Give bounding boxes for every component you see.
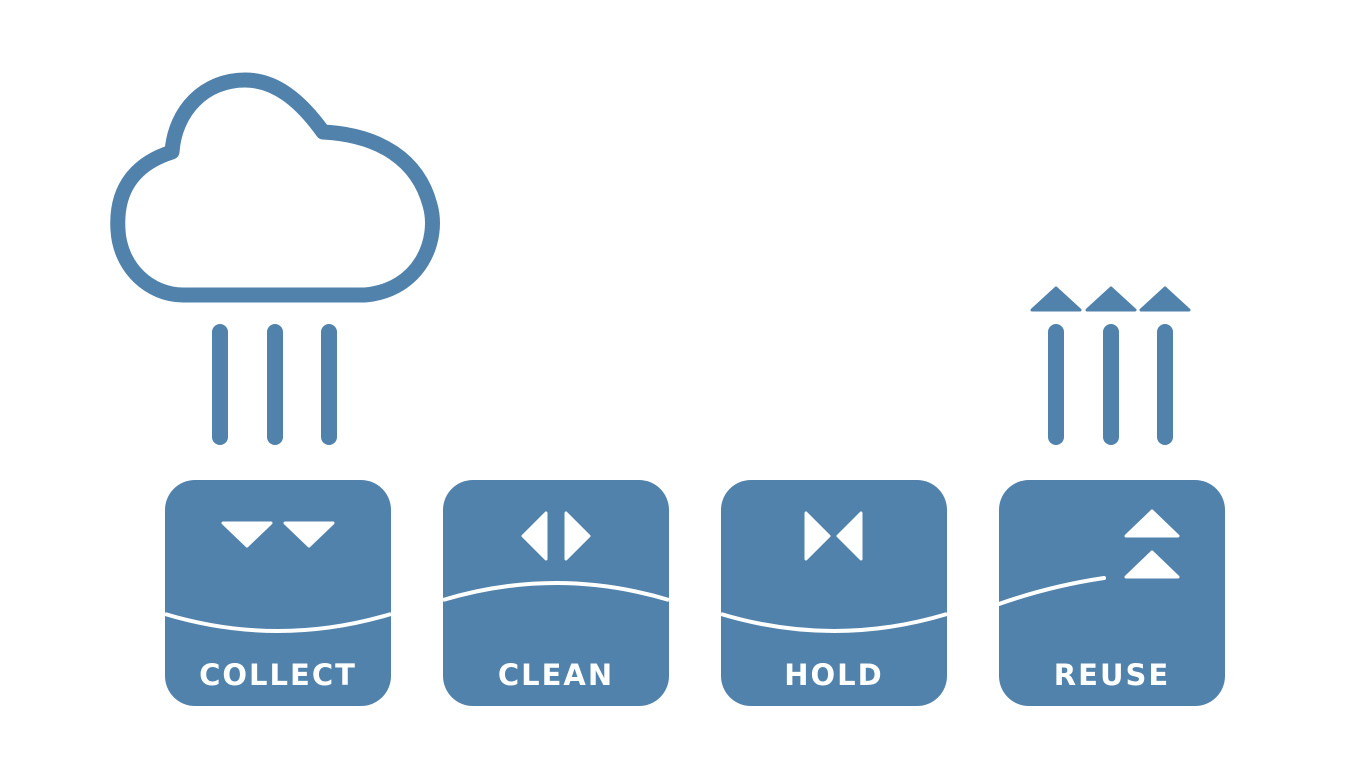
wave-line — [720, 612, 948, 633]
tile-label: COLLECT — [199, 658, 357, 692]
tile-collect: COLLECT — [164, 480, 392, 706]
tile-reuse: REUSE — [997, 480, 1225, 706]
tile-hold: HOLD — [720, 480, 948, 706]
triangles-outward-icon — [521, 511, 591, 561]
tile-clean: CLEAN — [442, 480, 670, 706]
rain-lines — [212, 324, 337, 445]
double-triangle-up-icon — [1124, 509, 1180, 579]
wave-line — [164, 612, 392, 633]
arrow-up-icon — [1085, 286, 1137, 445]
arrow-up-icon — [1030, 286, 1082, 445]
tile-label: HOLD — [784, 658, 883, 692]
tile-label: CLEAN — [498, 658, 614, 692]
triangles-inward-icon — [804, 511, 863, 561]
tile-label: REUSE — [1054, 658, 1170, 692]
output-arrows — [1030, 286, 1191, 445]
arrow-up-icon — [1139, 286, 1191, 445]
cloud-icon — [110, 72, 440, 303]
wave-line — [997, 576, 1106, 606]
wave-line — [442, 581, 670, 602]
double-triangle-down-icon — [221, 521, 335, 548]
